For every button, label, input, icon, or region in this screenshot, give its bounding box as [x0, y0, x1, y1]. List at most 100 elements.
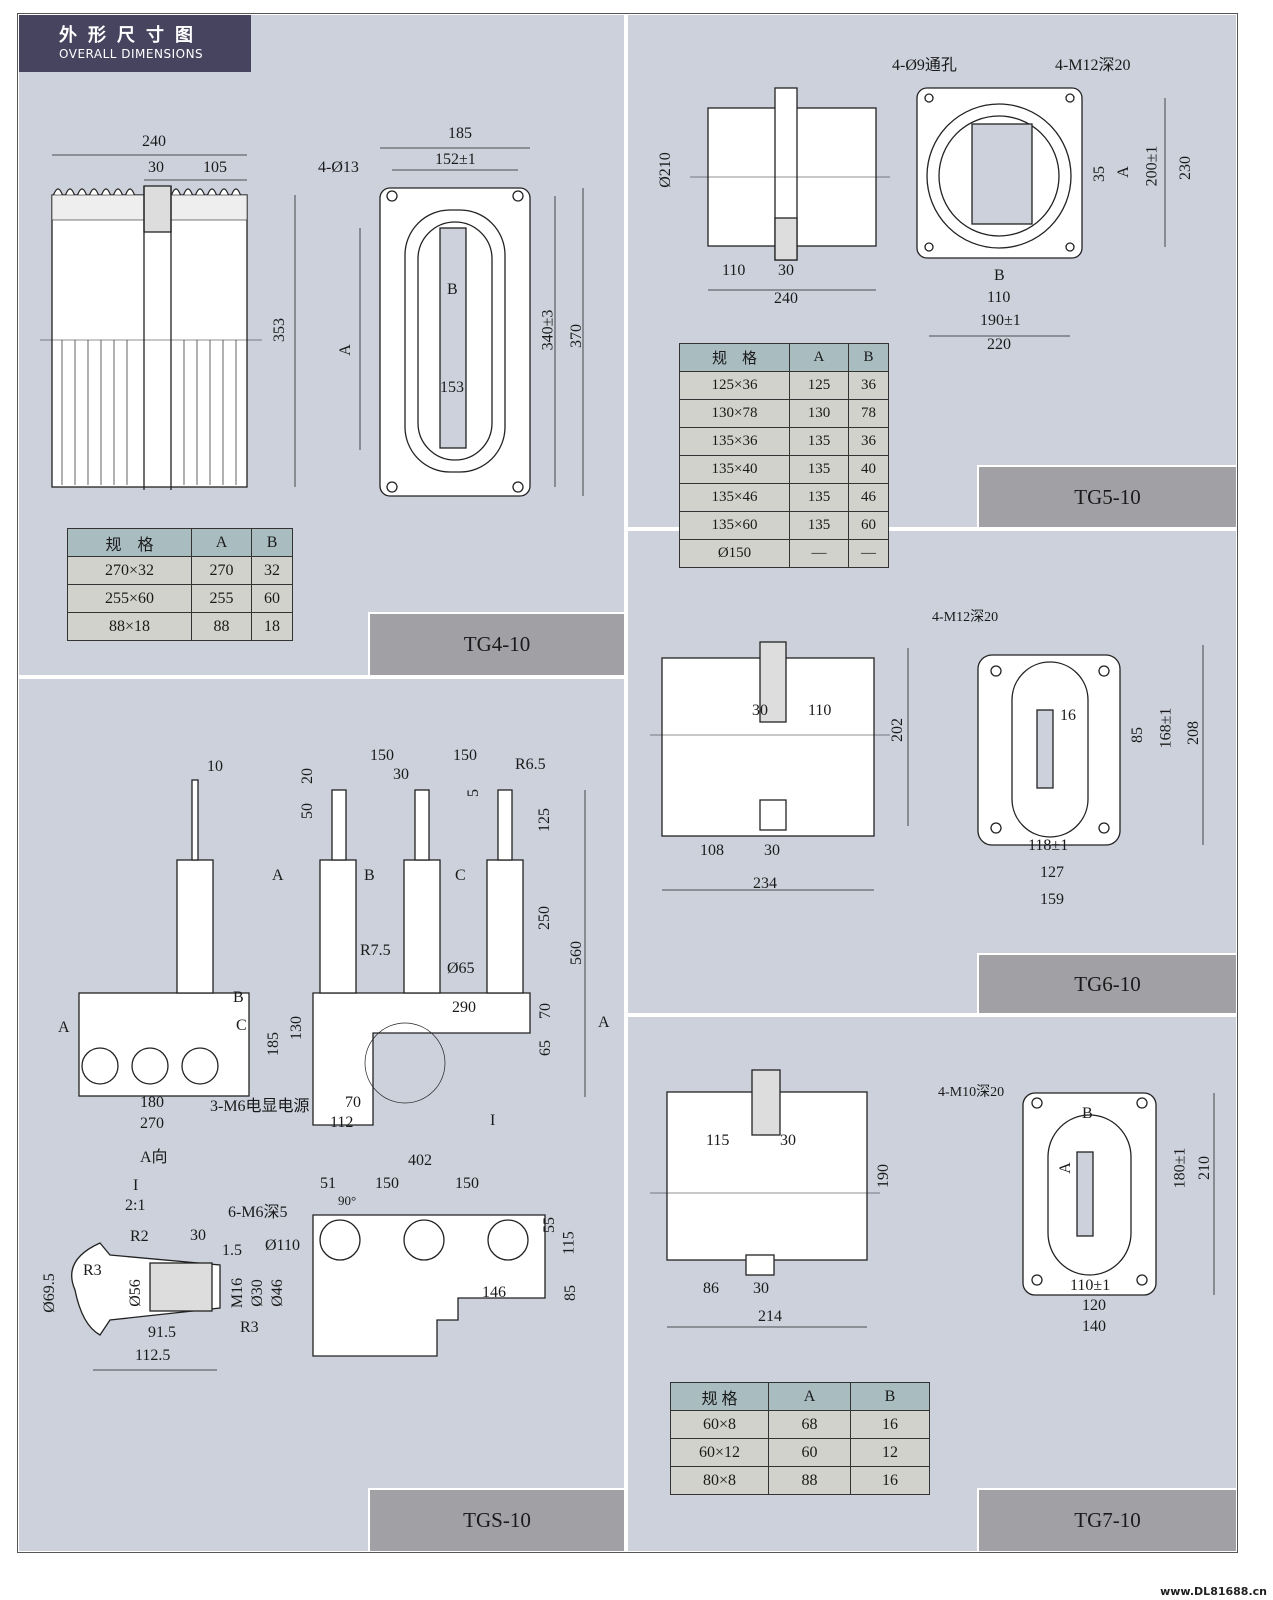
- dim-label: 85: [1129, 727, 1146, 743]
- dim-label: 234: [753, 875, 777, 892]
- table-header: A: [789, 343, 849, 372]
- dim-label: 270: [140, 1115, 164, 1132]
- dim-label: R3: [240, 1319, 259, 1336]
- dim-label: 210: [1196, 1156, 1213, 1180]
- tg7-front-view: [1022, 1092, 1215, 1296]
- header-title-en: OVERALL DIMENSIONS: [59, 47, 204, 61]
- dim-label: 159: [1040, 891, 1064, 908]
- dim-label: B: [233, 989, 244, 1006]
- view-label: A向: [140, 1149, 168, 1166]
- dim-label: 153: [440, 379, 464, 396]
- dim-label: 190: [875, 1164, 892, 1188]
- dim-label: 4-M10深20: [938, 1085, 1005, 1100]
- dim-label: 130: [288, 1016, 305, 1040]
- dim-label: 115: [706, 1132, 730, 1149]
- tgs-views: [71, 779, 586, 1371]
- dim-label: B: [364, 867, 375, 884]
- dim-label: 35: [1091, 166, 1108, 182]
- table-header: B: [847, 343, 890, 372]
- dim-label: 168±1: [1157, 707, 1175, 749]
- dim-label: 110: [808, 702, 832, 719]
- dim-label: A: [336, 344, 354, 356]
- dim-label: A: [1056, 1162, 1074, 1174]
- header-title-cn: 外形尺寸图: [59, 25, 204, 46]
- dim-label: 120: [1082, 1297, 1106, 1314]
- dim-label: 30: [764, 842, 780, 859]
- dim-label: 185: [448, 125, 472, 142]
- dim-label: 51: [320, 1175, 336, 1192]
- dim-label: 3-M6电显电源: [210, 1098, 310, 1115]
- dim-label: 110±1: [1070, 1277, 1111, 1294]
- watermark: www.DL81688.cn: [1160, 1585, 1267, 1598]
- dim-label: 115: [560, 1231, 578, 1255]
- dim-label: Ø46: [268, 1279, 286, 1307]
- dim-label: 10: [207, 758, 223, 775]
- dim-label: Ø110: [265, 1237, 300, 1254]
- table-header: 规 格: [67, 528, 192, 557]
- model-label-tg6: TG6-10: [977, 953, 1236, 1013]
- dim-label: 402: [408, 1152, 432, 1169]
- dim-label: R2: [130, 1228, 149, 1245]
- dim-label: 6-M6深5: [228, 1204, 288, 1221]
- dim-label: C: [455, 867, 466, 884]
- model-label-tg5: TG5-10: [977, 465, 1236, 527]
- tg4-front-view: [359, 147, 584, 497]
- dim-label: B: [1082, 1105, 1093, 1122]
- table-header: B: [850, 1382, 930, 1411]
- dim-label: 214: [758, 1308, 782, 1325]
- dim-label: 560: [568, 941, 585, 965]
- dim-label: Ø65: [447, 960, 475, 977]
- dim-label: 125: [536, 808, 553, 832]
- dim-label: 30: [753, 1280, 769, 1297]
- dim-label: A: [598, 1014, 610, 1031]
- dim-label: 240: [774, 290, 798, 307]
- dim-label: 4-Ø9通孔: [892, 57, 957, 74]
- dim-label: 200±1: [1143, 145, 1161, 187]
- dim-label: 290: [452, 999, 476, 1016]
- dim-label: 30: [752, 702, 768, 719]
- dim-label: 146: [482, 1284, 506, 1301]
- dim-label: Ø69.5: [40, 1273, 58, 1313]
- dim-label: 150: [453, 747, 477, 764]
- dim-label: 70: [345, 1094, 361, 1111]
- page-frame: [17, 13, 1238, 1553]
- table-header: 规 格: [679, 343, 790, 372]
- dim-label: 353: [271, 318, 288, 342]
- dim-label: 91.5: [148, 1324, 176, 1341]
- detail-scale: 2:1: [125, 1197, 146, 1214]
- tg5-side-view: [690, 87, 890, 291]
- dim-label: 30: [190, 1227, 206, 1244]
- dim-label: 220: [987, 336, 1011, 353]
- dim-label: 150: [455, 1175, 479, 1192]
- dim-label: R6.5: [515, 756, 546, 773]
- dim-label: 150: [375, 1175, 399, 1192]
- dim-label: A: [272, 867, 284, 884]
- dim-label: I: [490, 1112, 496, 1129]
- dim-label: 110: [722, 262, 746, 279]
- dim-label: 20: [299, 768, 316, 784]
- dim-label: Ø30: [248, 1279, 266, 1307]
- dim-label: R7.5: [360, 942, 391, 959]
- dim-label: 208: [1185, 721, 1202, 745]
- dim-label: 90°: [338, 1193, 357, 1208]
- dim-label: 30: [780, 1132, 796, 1149]
- dim-label: M16: [229, 1277, 247, 1309]
- dim-label: 370: [568, 324, 585, 348]
- table-header: A: [190, 528, 253, 557]
- dim-label: 105: [203, 159, 227, 176]
- dim-label: 108: [700, 842, 724, 859]
- dim-label: 50: [299, 803, 316, 819]
- dim-label: 180±1: [1171, 1147, 1189, 1189]
